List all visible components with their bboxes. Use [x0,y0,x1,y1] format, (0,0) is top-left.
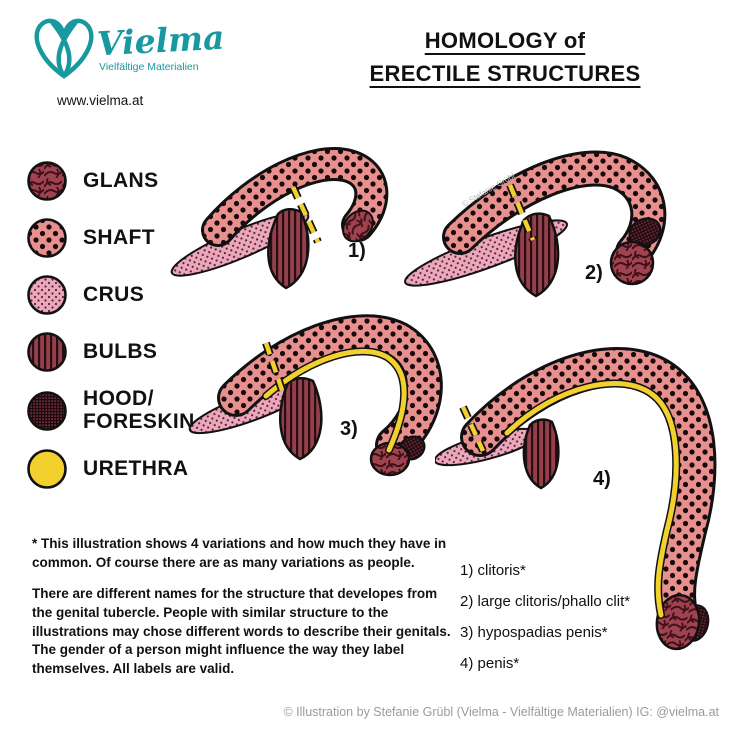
hood-foreskin-shape [628,217,662,247]
urethra-line [263,348,407,453]
hood-foreskin-swatch-icon [27,390,67,431]
legend-item-urethra: URETHRA [26,448,195,490]
bulb-shape [514,212,560,298]
footnotes: * This illustration shows 4 variations a… [32,535,454,691]
figure-3-hypospadias-penis [188,298,458,503]
heart-loops-logo-icon [34,18,94,79]
bulbs-swatch-icon [27,332,67,372]
glans-shape [609,240,655,286]
glans-shape [342,209,374,243]
shaft-shape [220,317,440,461]
legend: GLANS SHAFT CRUS BULBS HOOD/ FORESKIN UR… [26,160,195,505]
variant-item-2: 2) large clitoris/phallo clit* [460,593,631,610]
legend-item-shaft: SHAFT [26,217,195,259]
brand-website: www.vielma.at [57,93,144,108]
crus-swatch-icon [27,275,67,315]
footnote-paragraph-2: There are different names for the struct… [32,586,451,676]
glans-swatch-icon [27,161,67,201]
brand-tagline: Vielfältige Materialien [99,61,199,73]
variant-list: 1) clitoris* 2) large clitoris/phallo cl… [460,562,710,686]
copyright-line: © Illustration by Stefanie Grübl (Vielma… [283,705,719,719]
urethra-line [504,381,679,618]
bulb-shape [522,418,560,490]
figure-2-large-clitoris: © Stefanie Grübl [398,125,688,315]
legend-label-hood: HOOD/ [83,387,154,410]
shaft-shape [204,150,386,244]
page-title-line1: HOMOLOGY of [424,28,586,53]
legend-item-bulbs: BULBS [26,331,195,373]
legend-label-foreskin: FORESKIN [83,409,195,433]
legend-label-shaft: SHAFT [83,225,155,249]
legend-item-glans: GLANS [26,160,195,202]
figure-1-clitoris [168,122,403,307]
legend-item-hood-foreskin: HOOD/ FORESKIN [26,387,195,433]
shaft-swatch-icon [27,218,67,258]
legend-label-glans: GLANS [83,168,159,192]
page-title: HOMOLOGY of ERECTILE STRUCTURES [355,24,655,90]
footnote-paragraph-1: * This illustration shows 4 variations a… [32,536,447,570]
shaft-shape [463,350,714,630]
figure-2-number: 2) [585,262,603,284]
variant-item-4: 4) penis* [460,655,520,672]
legend-label-urethra: URETHRA [83,457,189,480]
legend-item-crus: CRUS [26,274,195,316]
legend-label-hood-foreskin: HOOD/ FORESKIN [83,387,195,433]
page-title-line2: ERECTILE STRUCTURES [369,61,641,86]
figure-4-penis [433,325,740,665]
glans-shape [655,593,701,651]
bulb-shape [279,377,323,461]
figure-3-number: 3) [340,418,358,440]
urethra-marker-dashed [263,342,286,394]
urethra-marker-dashed [507,184,536,241]
brand-block: Vielma Vielfältige Materialien www.vielm… [25,10,225,108]
variant-item-1: 1) clitoris* [460,562,526,579]
bulb-shape [267,208,310,290]
figure-1-number: 1) [348,240,366,262]
urethra-marker-dashed [290,186,321,243]
legend-label-crus: CRUS [83,282,145,306]
urethra-swatch-icon [27,449,67,490]
variant-item-3: 3) hypospadias penis* [460,624,608,641]
legend-label-bulbs: BULBS [83,339,158,363]
urethra-marker-dashed [460,406,486,452]
figure-4-number: 4) [593,468,611,490]
brand-name: Vielma [96,17,226,64]
